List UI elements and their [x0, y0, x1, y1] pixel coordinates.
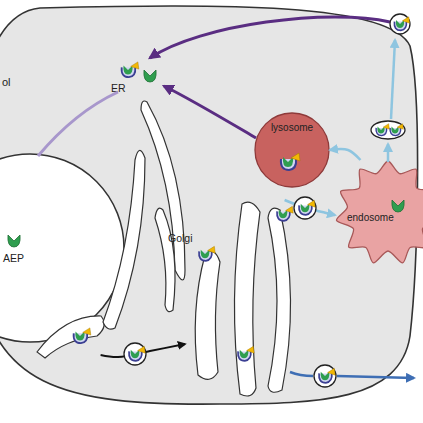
cargo-complex — [299, 200, 315, 214]
organelle-label: AEP — [3, 252, 24, 264]
cargo-complex — [277, 206, 293, 220]
endosome-star: endosome — [335, 160, 423, 266]
cargo-complex — [390, 124, 403, 136]
transport-arrow — [330, 149, 360, 160]
endosome-membrane — [336, 161, 423, 263]
secretion-arrow — [337, 376, 414, 378]
nuclear-import-line — [38, 92, 118, 156]
cargo-complex — [122, 62, 139, 77]
transport-arrow — [101, 344, 185, 357]
golgi-cisterna — [195, 251, 220, 379]
cargo-complex — [238, 346, 254, 360]
cell-outline: olAEPERGolgilysosomeendosome — [0, 6, 420, 408]
cargo-complex — [199, 246, 215, 260]
secretion-line — [290, 372, 313, 376]
copii-vesicle — [124, 343, 146, 365]
cargo-complex — [281, 153, 300, 170]
free-aep — [144, 70, 156, 82]
cargo-complex — [74, 328, 91, 343]
recycling-arrow — [391, 40, 395, 119]
free-aep — [8, 235, 20, 247]
er-organelle: ER — [35, 100, 195, 355]
golgi-organelle: Golgi — [185, 200, 305, 400]
cargo-complex — [394, 17, 409, 31]
cargo-complex — [129, 346, 145, 360]
transport-vesicle — [371, 121, 405, 139]
lysosome-circle: lysosome — [254, 112, 330, 188]
er-cisterna — [37, 316, 104, 358]
release-arrow — [164, 86, 256, 138]
er-cisterna — [103, 150, 145, 329]
recycling-arrow — [387, 144, 390, 162]
secretory-vesicle — [314, 365, 336, 387]
golgi-cisterna — [268, 208, 291, 392]
free-aep — [392, 200, 404, 212]
organelle-label: Golgi — [168, 232, 193, 244]
transport-vesicle — [294, 197, 316, 219]
er-cisterna — [155, 208, 175, 311]
membrane-pit — [390, 14, 410, 34]
uptake-arrow — [150, 17, 390, 58]
shape-outline — [35, 100, 195, 355]
organelle-label: lysosome — [254, 122, 330, 134]
organelle-label: ol — [2, 76, 11, 89]
shape-outline — [185, 200, 305, 400]
lysosome-membrane — [255, 113, 329, 187]
organelle-label: endosome — [347, 212, 394, 224]
cargo-complex — [376, 124, 389, 136]
cargo-complex — [319, 368, 335, 382]
golgi-cisterna — [234, 202, 260, 396]
transport-arrow — [285, 200, 335, 215]
organelle-label: ER — [111, 82, 126, 94]
